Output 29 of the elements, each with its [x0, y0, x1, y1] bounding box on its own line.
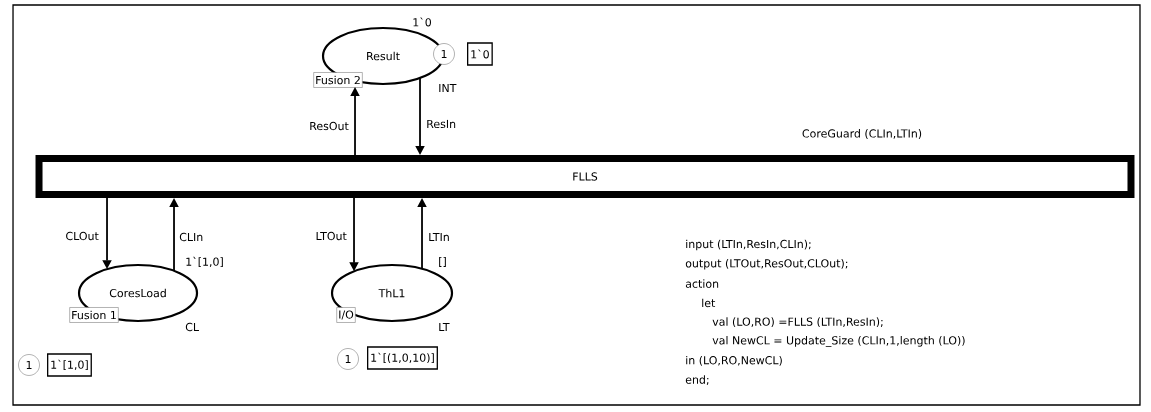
inscription: CL [185, 322, 199, 332]
arc-label: ResIn [427, 119, 456, 129]
code-line: output (LTOut,ResOut,CLOut); [685, 259, 848, 270]
code-line: val NewCL = Update_Size (CLIn,1,length (LO)) [712, 336, 965, 347]
code-line: val (LO,RO) =FLLS (LTIn,ResIn); [712, 317, 883, 328]
marking-box: 1`[1,0] [47, 353, 92, 377]
transition-bar: FLLS [35, 155, 1135, 198]
code-line: input (LTIn,ResIn,CLIn); [686, 239, 811, 251]
token-count: 1 [337, 348, 359, 370]
code-line: end; [685, 375, 709, 385]
token-count: 1 [433, 43, 455, 65]
marking-box: 1`0 [467, 42, 493, 66]
inscription: 1`0 [413, 17, 431, 27]
code-line: let [702, 298, 716, 308]
inscription: INT [439, 84, 457, 92]
token-count: 1 [18, 354, 40, 376]
arc-label: CLIn [179, 232, 203, 242]
fusion-tag: Fusion 1 [69, 307, 119, 323]
arc-label: LTIn [429, 233, 449, 241]
code-line: action [685, 279, 719, 288]
marking-box: 1`[(1,0,10)] [367, 346, 438, 370]
arc-label: CLOut [66, 231, 99, 241]
guard-text: CoreGuard (CLIn,LTIn) [802, 129, 922, 139]
fusion-tag: I/O [336, 307, 356, 323]
code-line: in (LO,RO,NewCL) [686, 355, 782, 366]
arc-label: LTOut [316, 231, 347, 241]
inscription: LT [439, 323, 450, 331]
arc-label: ResOut [310, 121, 349, 131]
fusion-tag: Fusion 2 [313, 72, 363, 88]
